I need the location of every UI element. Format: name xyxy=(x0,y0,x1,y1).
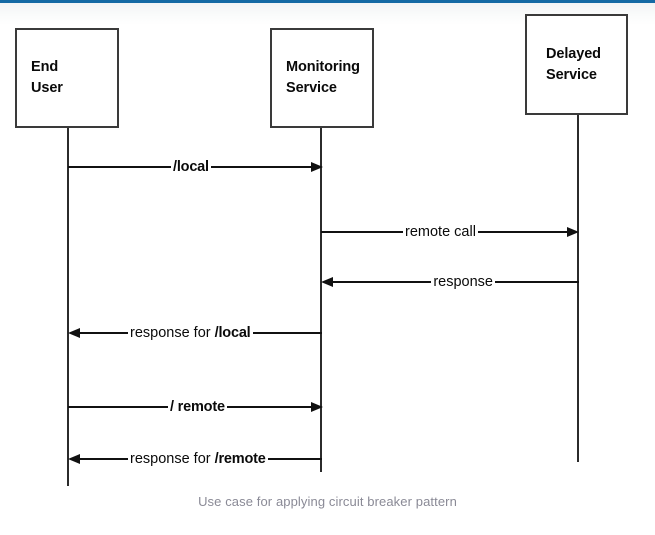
message-remote-request: / remote xyxy=(68,394,323,420)
message-label-remote-request: / remote xyxy=(170,398,225,415)
message-label-local-request: /local xyxy=(173,158,209,175)
message-label-response-for-remote: response for /remote xyxy=(128,452,268,467)
arrowhead-left-icon xyxy=(68,454,80,464)
message-label-response-for-local: response for /local xyxy=(128,326,253,341)
participant-box-monitoring-service: Monitoring Service xyxy=(270,28,374,128)
arrowhead-right-icon xyxy=(311,402,323,412)
message-line-segment xyxy=(321,231,403,233)
arrowhead-right-icon xyxy=(567,227,579,237)
message-line-segment xyxy=(210,166,311,168)
participant-label-end-user: End User xyxy=(31,59,63,96)
message-line-segment xyxy=(80,458,128,460)
message-label-prefix: response for xyxy=(130,324,215,341)
message-response-for-remote: response for /remote xyxy=(68,446,322,472)
participant-box-end-user: End User xyxy=(15,28,119,128)
participant-label-monitoring-service: Monitoring Service xyxy=(286,59,360,96)
message-line-segment xyxy=(333,281,432,283)
message-label-response-from-delayed: response xyxy=(433,273,493,290)
arrowhead-left-icon xyxy=(321,277,333,287)
lifeline-monitoring-service xyxy=(320,128,322,472)
message-response-from-delayed: response xyxy=(321,269,579,295)
message-line-segment xyxy=(495,281,579,283)
diagram-caption: Use case for applying circuit breaker pa… xyxy=(198,494,457,509)
lifeline-delayed-service xyxy=(577,115,579,462)
message-remote-call: remote call xyxy=(321,219,579,245)
message-label-emphasis: /local xyxy=(214,324,251,341)
message-label-prefix: response for xyxy=(130,450,215,467)
message-line-segment xyxy=(68,166,171,168)
message-response-for-local: response for /local xyxy=(68,320,322,346)
participant-box-delayed-service: Delayed Service xyxy=(525,14,628,115)
arrowhead-right-icon xyxy=(311,162,323,172)
message-line-segment xyxy=(80,332,128,334)
message-local-request: /local xyxy=(68,154,323,180)
message-line-segment xyxy=(252,332,322,334)
message-label-emphasis: /remote xyxy=(214,450,266,467)
message-line-segment xyxy=(477,231,567,233)
top-accent-bar xyxy=(0,0,655,3)
message-line-segment xyxy=(68,406,168,408)
lifeline-end-user xyxy=(67,128,69,486)
participant-label-delayed-service: Delayed Service xyxy=(546,45,601,83)
top-gradient-band xyxy=(0,3,655,25)
arrowhead-left-icon xyxy=(68,328,80,338)
message-line-segment xyxy=(267,458,322,460)
message-label-remote-call: remote call xyxy=(405,223,476,240)
message-line-segment xyxy=(226,406,311,408)
